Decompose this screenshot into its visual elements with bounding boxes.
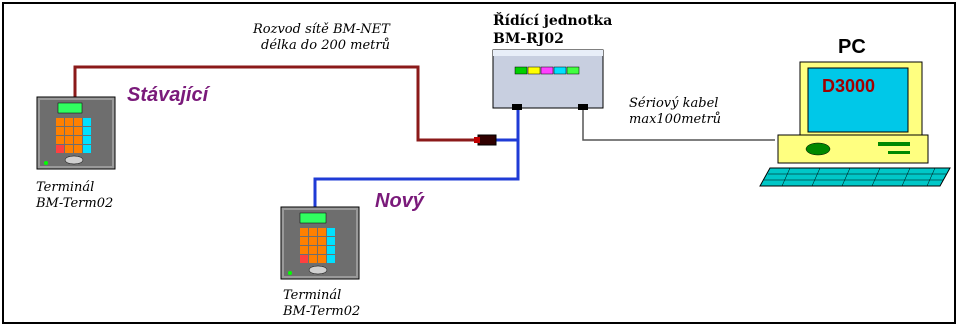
existing-terminal-device: [36, 96, 116, 170]
existing-terminal-caption-line1: Terminál: [36, 180, 95, 195]
new-terminal-device: [280, 206, 360, 280]
control-unit-box: [492, 49, 604, 110]
serial-cable-label-line2: max100metrů: [629, 112, 722, 127]
existing-terminal-caption-line2: BM-Term02: [36, 196, 114, 211]
new-terminal-caption-line1: Terminál: [283, 288, 342, 303]
pc-label: PC: [838, 36, 866, 58]
control-unit-model: BM-RJ02: [493, 31, 564, 47]
serial-cable: [582, 108, 775, 141]
network-connector: [477, 134, 497, 146]
new-terminal-caption-line2: BM-Term02: [283, 304, 361, 319]
new-status-label: Nový: [375, 190, 424, 212]
existing-status-label: Stávající: [127, 84, 209, 106]
new-network-wire: [313, 108, 520, 207]
network-label-line1: Rozvod sítě BM-NET: [253, 22, 390, 37]
pc-computer: [759, 61, 951, 187]
existing-network-wire: [73, 65, 480, 142]
serial-cable-label-line1: Sériový kabel: [629, 96, 719, 111]
network-label-line2: délka do 200 metrů: [261, 38, 390, 53]
pc-screen-text: D3000: [822, 76, 876, 96]
control-unit-title: Řídící jednotka: [493, 13, 613, 29]
